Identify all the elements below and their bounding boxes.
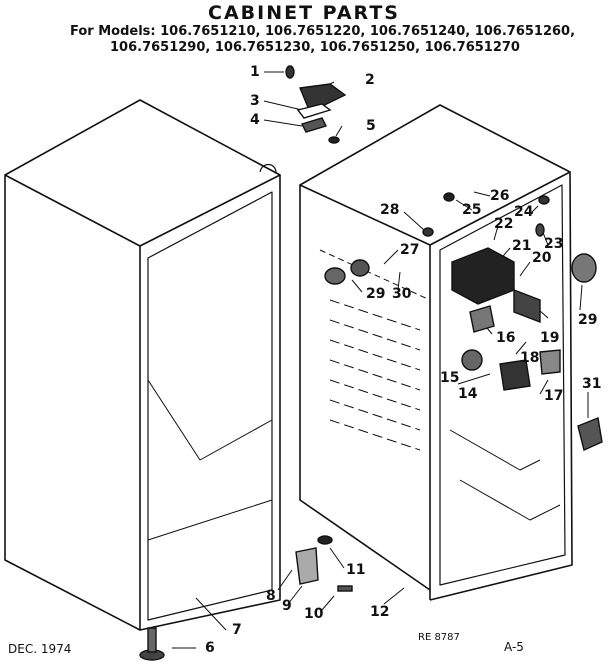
models-line-2: 106.7651290, 106.7651230, 106.7651250, 1… [110, 40, 520, 55]
models-line-1: For Models: 106.7651210, 106.7651220, 10… [70, 24, 576, 39]
callout-27: 27 [400, 242, 420, 258]
callout-22: 22 [494, 216, 514, 232]
footer-page: A-5 [504, 640, 524, 654]
diagram-title: CABINET PARTS [208, 2, 400, 24]
part-hinge-top [285, 65, 347, 144]
part-misc-screws [324, 192, 603, 451]
callout-15: 15 [440, 370, 460, 386]
callout-16: 16 [496, 330, 516, 346]
callout-14: 14 [458, 386, 478, 402]
callout-19: 19 [540, 330, 560, 346]
callout-1: 1 [250, 64, 260, 80]
callout-20: 20 [532, 250, 552, 266]
callout-26: 26 [490, 188, 510, 204]
callout-23: 23 [544, 236, 564, 252]
footer-date: DEC. 1974 [8, 642, 72, 656]
cabinet-shell [4, 99, 281, 631]
callout-29-left: 29 [366, 286, 386, 302]
part-light-assembly [461, 349, 561, 391]
cabinet-liner [299, 104, 573, 601]
callout-30: 30 [392, 286, 412, 302]
callout-28: 28 [380, 202, 400, 218]
callout-25: 25 [462, 202, 482, 218]
callout-6: 6 [205, 640, 215, 656]
callout-31: 31 [582, 376, 602, 392]
callout-29-right: 29 [578, 312, 598, 328]
part-hinge-bottom [295, 535, 353, 592]
part-leveling-foot [139, 627, 165, 661]
callout-2: 2 [365, 72, 375, 88]
callout-3: 3 [250, 93, 260, 109]
callout-10: 10 [304, 606, 324, 622]
callout-4: 4 [250, 112, 260, 128]
callout-12: 12 [370, 604, 390, 620]
callout-7: 7 [232, 622, 242, 638]
callout-17: 17 [544, 388, 564, 404]
callout-21: 21 [512, 238, 532, 254]
callout-9: 9 [282, 598, 292, 614]
callout-18: 18 [520, 350, 540, 366]
callout-8: 8 [266, 588, 276, 604]
callout-5: 5 [366, 118, 376, 134]
callout-11: 11 [346, 562, 366, 578]
callout-24: 24 [514, 204, 534, 220]
footer-ref: RE 8787 [418, 632, 460, 643]
part-thermostat-housing [451, 247, 541, 333]
